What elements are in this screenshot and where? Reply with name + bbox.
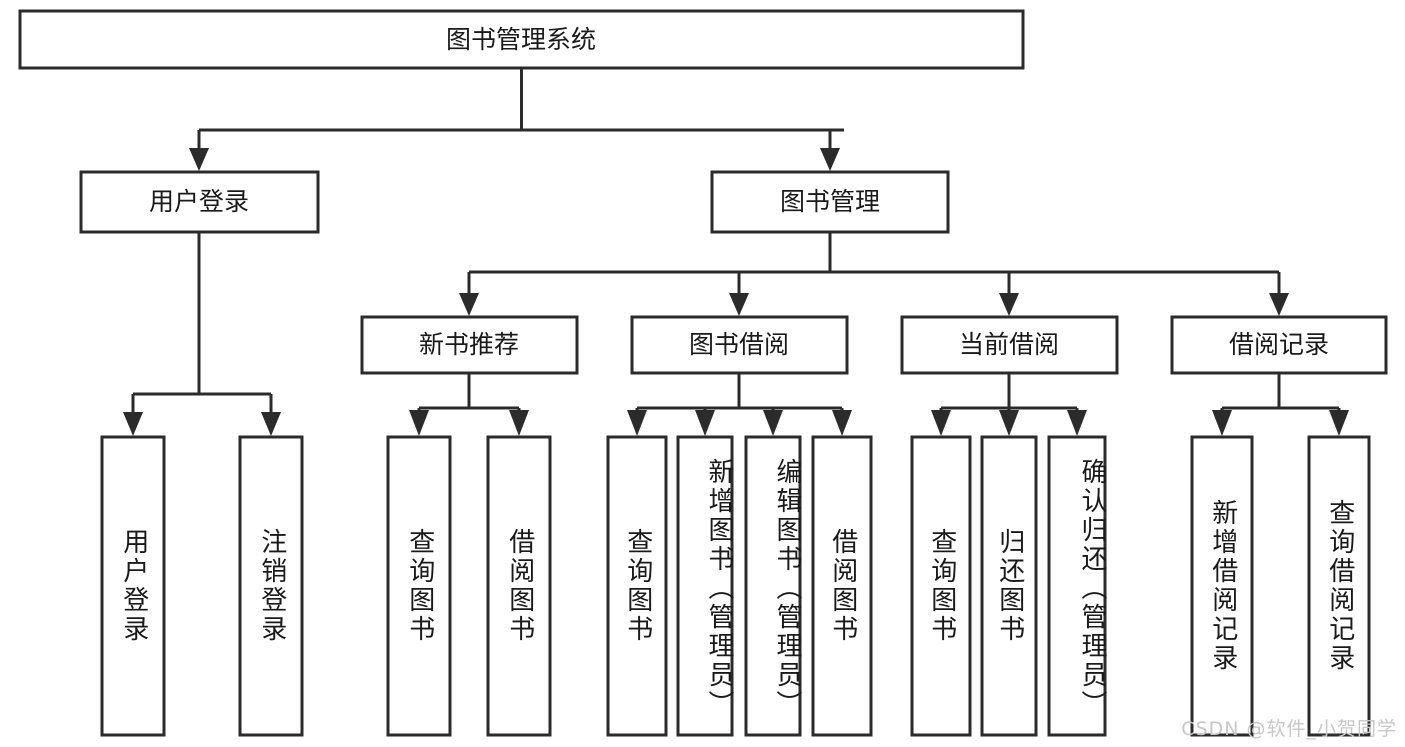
node-user-login-label: 用户登录	[149, 187, 249, 216]
leaf-box-new-book-2[interactable]	[486, 435, 552, 737]
connector-current-borrow-to-leaves	[931, 373, 1087, 436]
connector-root-to-level1	[189, 68, 844, 171]
node-book-borrow-label: 图书借阅	[689, 330, 789, 359]
leaf-box-new-book-1[interactable]	[386, 435, 452, 737]
node-current-borrow[interactable]: 当前借阅	[900, 315, 1119, 375]
leaf-box-book-borrow-4[interactable]	[811, 435, 873, 737]
node-user-login[interactable]: 用户登录	[79, 170, 320, 234]
leaf-box-records-1[interactable]	[1190, 435, 1254, 737]
leaf-box-book-borrow-2[interactable]	[676, 435, 734, 737]
leaf-box-user-login-1[interactable]	[100, 435, 166, 737]
leaf-box-records-2[interactable]	[1307, 435, 1371, 737]
leaf-box-current-3[interactable]	[1047, 435, 1107, 737]
node-root-label: 图书管理系统	[446, 25, 596, 54]
node-root[interactable]: 图书管理系统	[18, 9, 1025, 70]
connector-user-login-to-leaves	[123, 232, 281, 436]
leaf-box-book-borrow-3[interactable]	[744, 435, 802, 737]
leaf-box-current-1[interactable]	[910, 435, 972, 737]
node-book-management[interactable]: 图书管理	[710, 170, 950, 234]
node-book-management-label: 图书管理	[780, 187, 880, 216]
node-borrow-records-label: 借阅记录	[1229, 330, 1329, 359]
node-new-book-recommend-label: 新书推荐	[419, 330, 519, 359]
connector-new-book-to-leaves	[409, 373, 529, 436]
watermark-text: CSDN @软件_小贺同学	[1181, 718, 1397, 740]
connector-borrow-records-to-leaves	[1212, 373, 1349, 436]
connector-book-mgmt-to-level2	[459, 232, 1289, 316]
leaf-box-user-login-2[interactable]	[238, 435, 304, 737]
leaf-box-current-2[interactable]	[980, 435, 1038, 737]
node-borrow-records[interactable]: 借阅记录	[1170, 315, 1388, 375]
node-book-borrow[interactable]: 图书借阅	[630, 315, 849, 375]
node-new-book-recommend[interactable]: 新书推荐	[360, 315, 579, 375]
connector-book-borrow-to-leaves	[627, 373, 852, 436]
leaf-box-book-borrow-1[interactable]	[606, 435, 668, 737]
node-current-borrow-label: 当前借阅	[959, 330, 1059, 359]
